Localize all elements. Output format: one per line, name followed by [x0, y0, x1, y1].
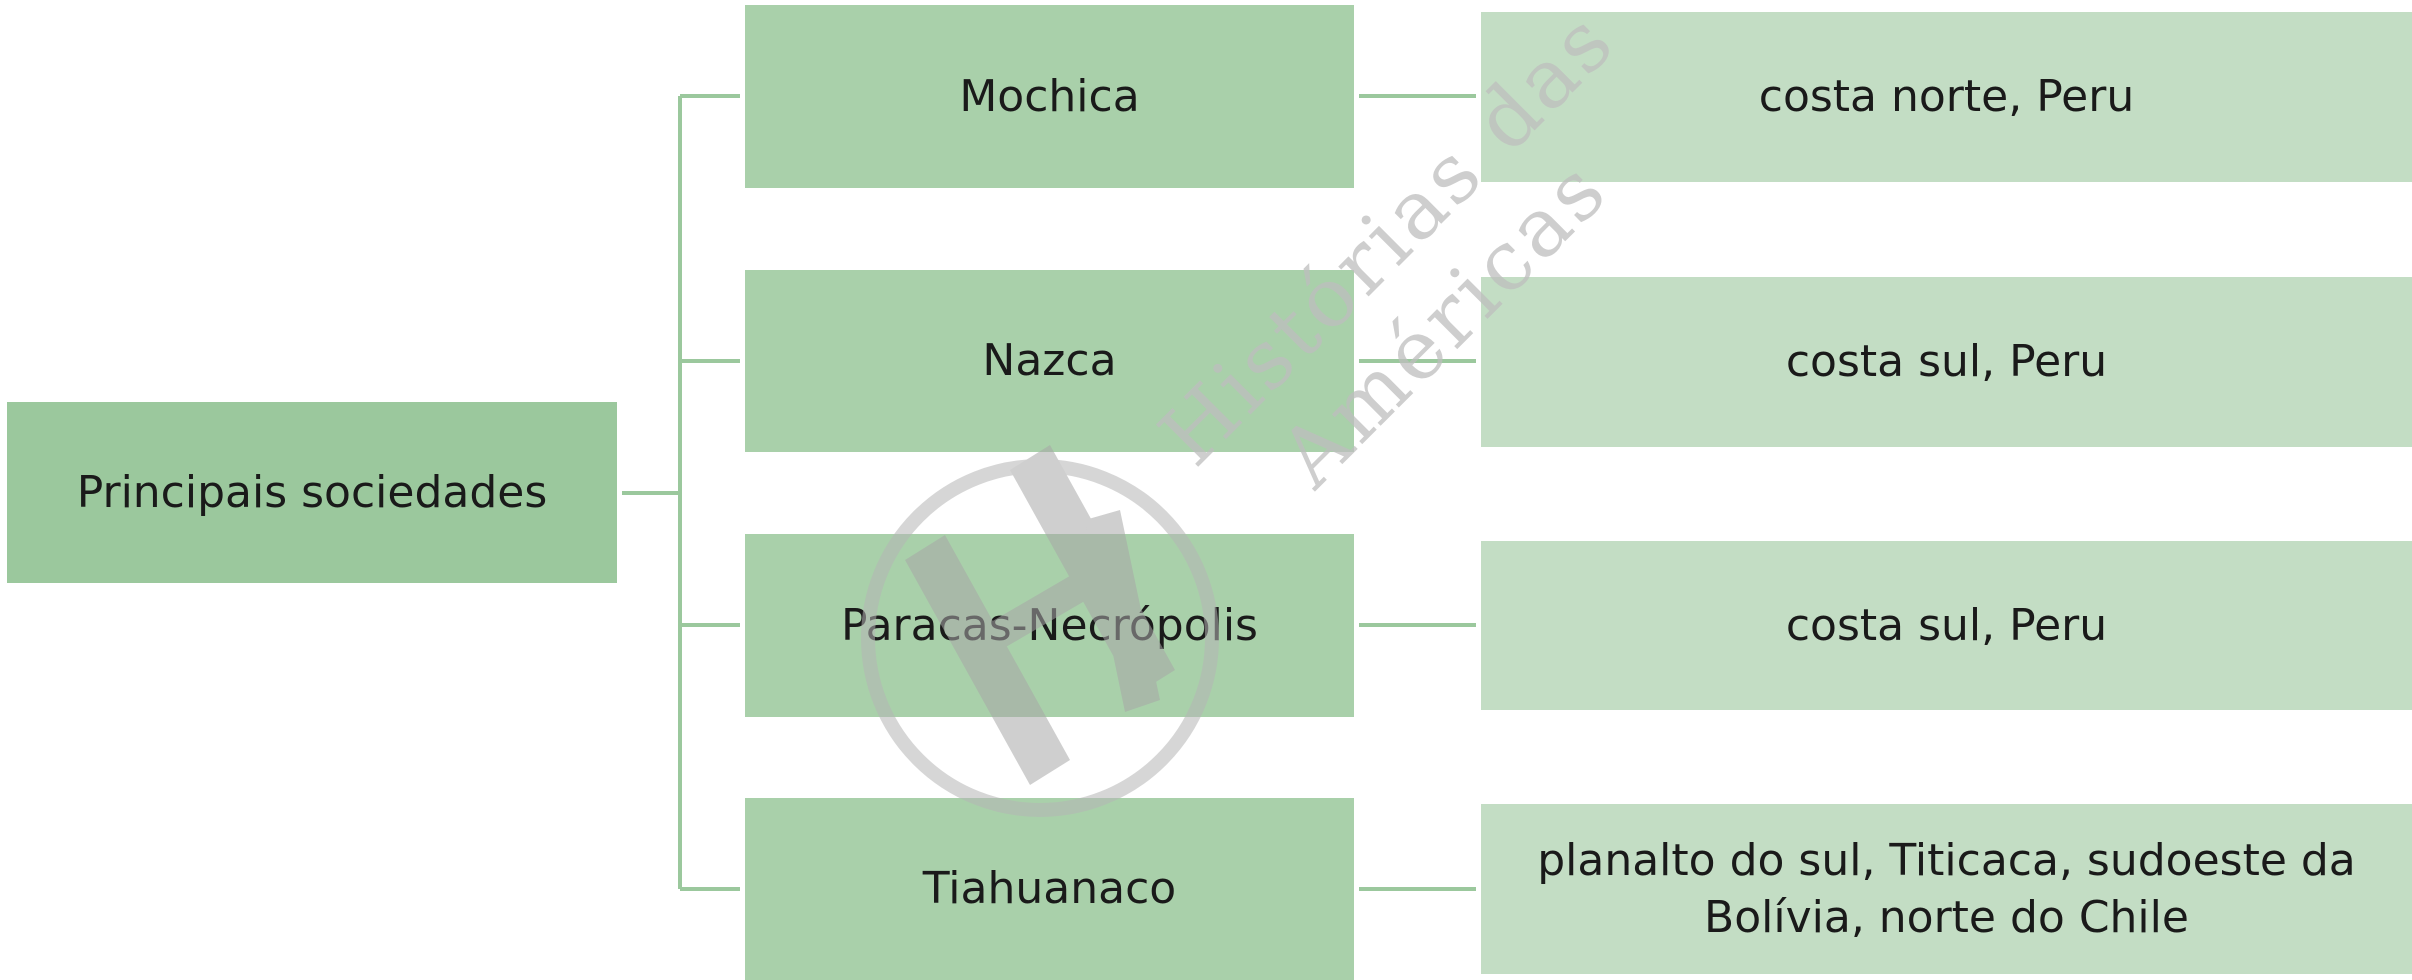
branch-label: Paracas-Necrópolis: [841, 599, 1258, 651]
leaf-node-tiahuanaco-location: planalto do sul, Titicaca, sudoeste da B…: [1481, 804, 2412, 974]
branch-node-tiahuanaco: Tiahuanaco: [745, 798, 1354, 980]
branch-node-nazca: Nazca: [745, 270, 1354, 452]
leaf-node-nazca-location: costa sul, Peru: [1481, 277, 2412, 447]
leaf-label: costa sul, Peru: [1785, 336, 2108, 388]
branch-label: Mochica: [959, 70, 1140, 122]
leaf-label: planalto do sul, Titicaca, sudoeste da B…: [1537, 834, 2356, 943]
branch-node-mochica: Mochica: [745, 5, 1354, 188]
branch-node-paracas-necropolis: Paracas-Necrópolis: [745, 534, 1354, 717]
leaf-label: costa norte, Peru: [1758, 71, 2135, 123]
leaf-node-mochica-location: costa norte, Peru: [1481, 12, 2412, 182]
leaf-label: costa sul, Peru: [1785, 599, 2108, 651]
leaf-node-paracas-location: costa sul, Peru: [1481, 541, 2412, 710]
root-node: Principais sociedades: [7, 402, 617, 583]
branch-label: Tiahuanaco: [922, 863, 1177, 915]
root-label: Principais sociedades: [76, 466, 548, 518]
branch-label: Nazca: [982, 335, 1117, 387]
